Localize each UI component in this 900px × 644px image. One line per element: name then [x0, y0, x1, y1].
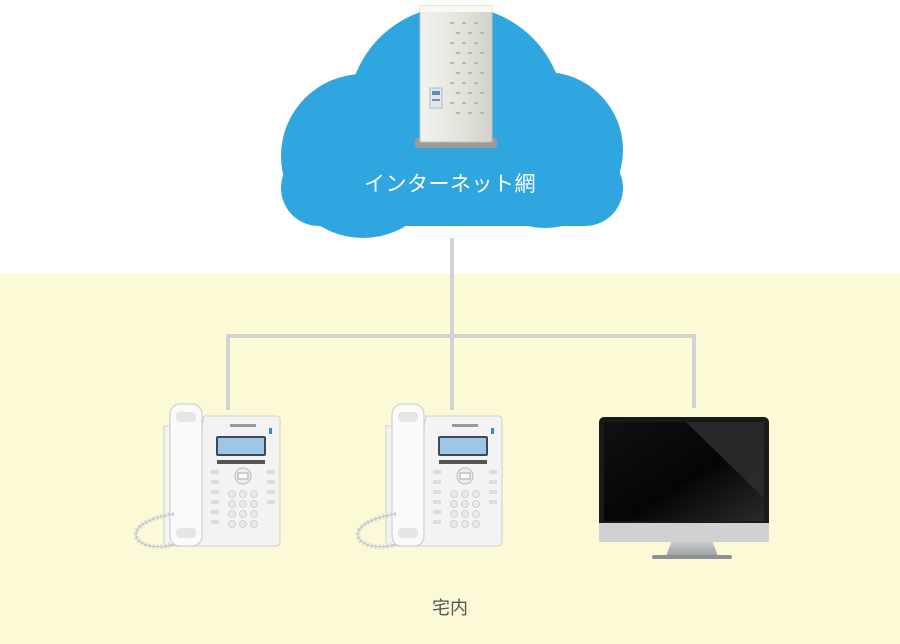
ip-phone-icon: [136, 404, 280, 547]
monitor-icon: [599, 417, 769, 559]
internet-label: インターネット網: [364, 172, 536, 196]
server-icon: [415, 5, 497, 148]
ip-phone-icon: [358, 404, 502, 547]
premises-label: 宅内: [432, 598, 468, 619]
network-lines: [226, 238, 696, 410]
